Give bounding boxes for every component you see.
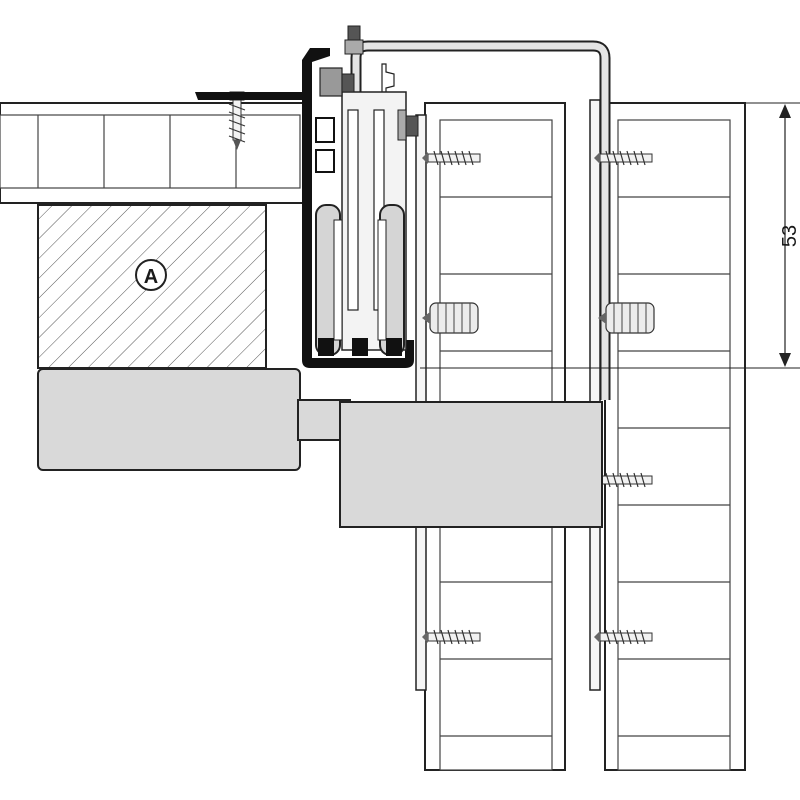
wheel-left [315, 204, 343, 356]
label-a: A [144, 266, 158, 288]
top-panel [0, 102, 306, 204]
wheel-bottom-bumps [318, 338, 402, 356]
door-panel-rear [604, 102, 746, 771]
dimension-53: 53 [420, 102, 800, 369]
left-support-block [37, 368, 351, 471]
right-support-block [339, 401, 603, 528]
dimension-label: 53 [779, 225, 800, 247]
wheel-right [377, 204, 405, 356]
label-a-circle [135, 259, 167, 291]
block-a: A [37, 204, 267, 369]
top-track-rail [195, 48, 414, 368]
